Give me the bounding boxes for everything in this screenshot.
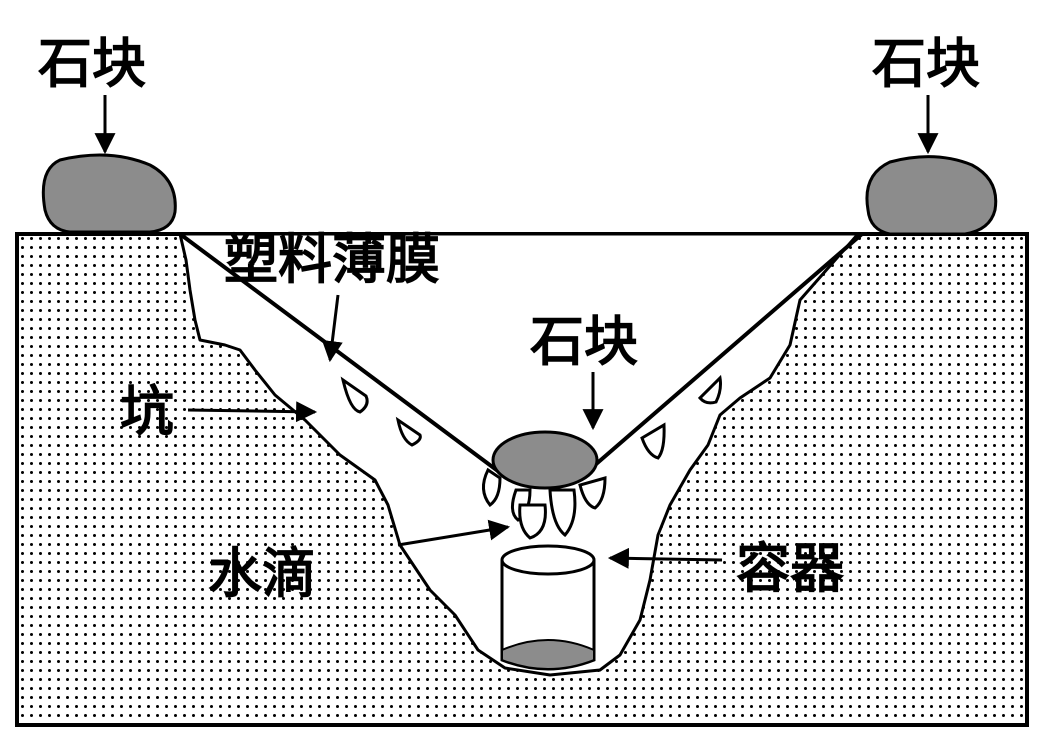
water-drop [640,422,666,460]
stone-left [41,153,177,234]
label-stone-center: 石块 [530,310,638,373]
arrow-water-drops [397,519,511,547]
label-container: 容器 [736,537,845,600]
label-stone-top-right: 石块 [872,32,980,95]
water-drop [578,476,607,510]
water-drop [395,416,422,447]
water-drop [548,488,577,538]
arrow-container [607,547,723,569]
water-drop [482,467,502,508]
stone-center [491,430,599,490]
label-plastic-film: 塑料薄膜 [224,228,440,291]
label-water-drops: 水滴 [208,542,316,605]
container [500,544,596,671]
condensation-drops [340,374,722,540]
arrow-plastic-film [321,294,343,363]
label-pit: 坑 [120,380,174,443]
collected-water [501,639,595,670]
stone-right [865,155,998,236]
water-drop [340,376,369,414]
label-stone-top-left: 石块 [38,32,146,95]
arrow-pit [187,401,318,423]
water-drop [518,503,547,540]
water-drop [697,374,722,405]
